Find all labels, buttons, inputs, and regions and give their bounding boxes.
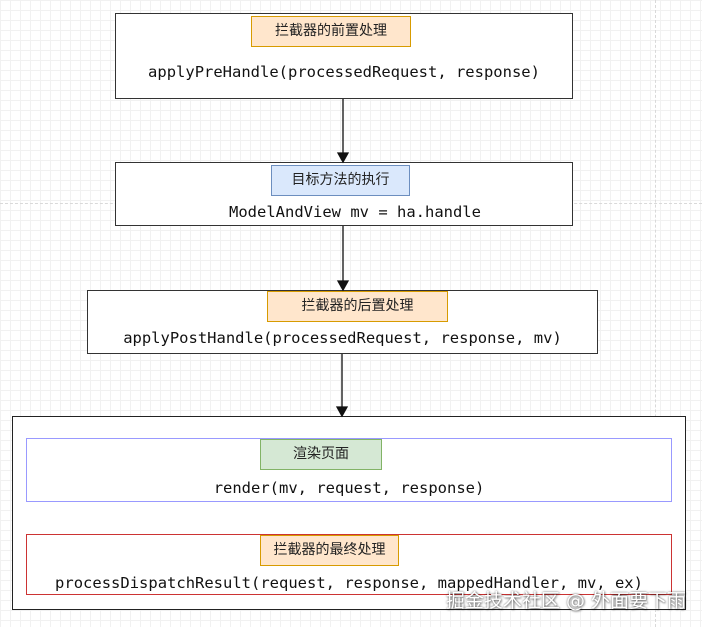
guide-line-vertical xyxy=(655,0,656,627)
handle-title: 目标方法的执行 xyxy=(271,165,410,196)
final-code: processDispatchResult(request, response,… xyxy=(55,574,643,592)
arrowhead-1 xyxy=(336,152,350,164)
posthandle-title: 拦截器的后置处理 xyxy=(267,291,448,322)
prehandle-box[interactable]: 拦截器的前置处理 applyPreHandle(processedRequest… xyxy=(115,13,573,99)
handle-box[interactable]: 目标方法的执行 ModelAndView mv = ha.handle xyxy=(115,162,573,226)
prehandle-title: 拦截器的前置处理 xyxy=(251,16,411,47)
render-box[interactable]: 渲染页面 render(mv, request, response) xyxy=(26,438,672,502)
render-title: 渲染页面 xyxy=(260,439,382,470)
posthandle-box[interactable]: 拦截器的后置处理 applyPostHandle(processedReques… xyxy=(87,290,598,354)
render-code: render(mv, request, response) xyxy=(213,479,485,497)
handle-code: ModelAndView mv = ha.handle xyxy=(229,203,481,221)
arrowhead-3 xyxy=(335,406,349,418)
final-box[interactable]: 拦截器的最终处理 processDispatchResult(request, … xyxy=(26,534,672,595)
watermark-text: 掘金技术社区 @ 外面要下雨 xyxy=(445,590,686,612)
prehandle-code: applyPreHandle(processedRequest, respons… xyxy=(148,63,540,81)
render-group-box[interactable]: 渲染页面 render(mv, request, response) 拦截器的最… xyxy=(12,416,686,610)
arrowhead-2 xyxy=(336,280,350,292)
posthandle-code: applyPostHandle(processedRequest, respon… xyxy=(123,329,562,347)
final-title: 拦截器的最终处理 xyxy=(260,535,399,566)
